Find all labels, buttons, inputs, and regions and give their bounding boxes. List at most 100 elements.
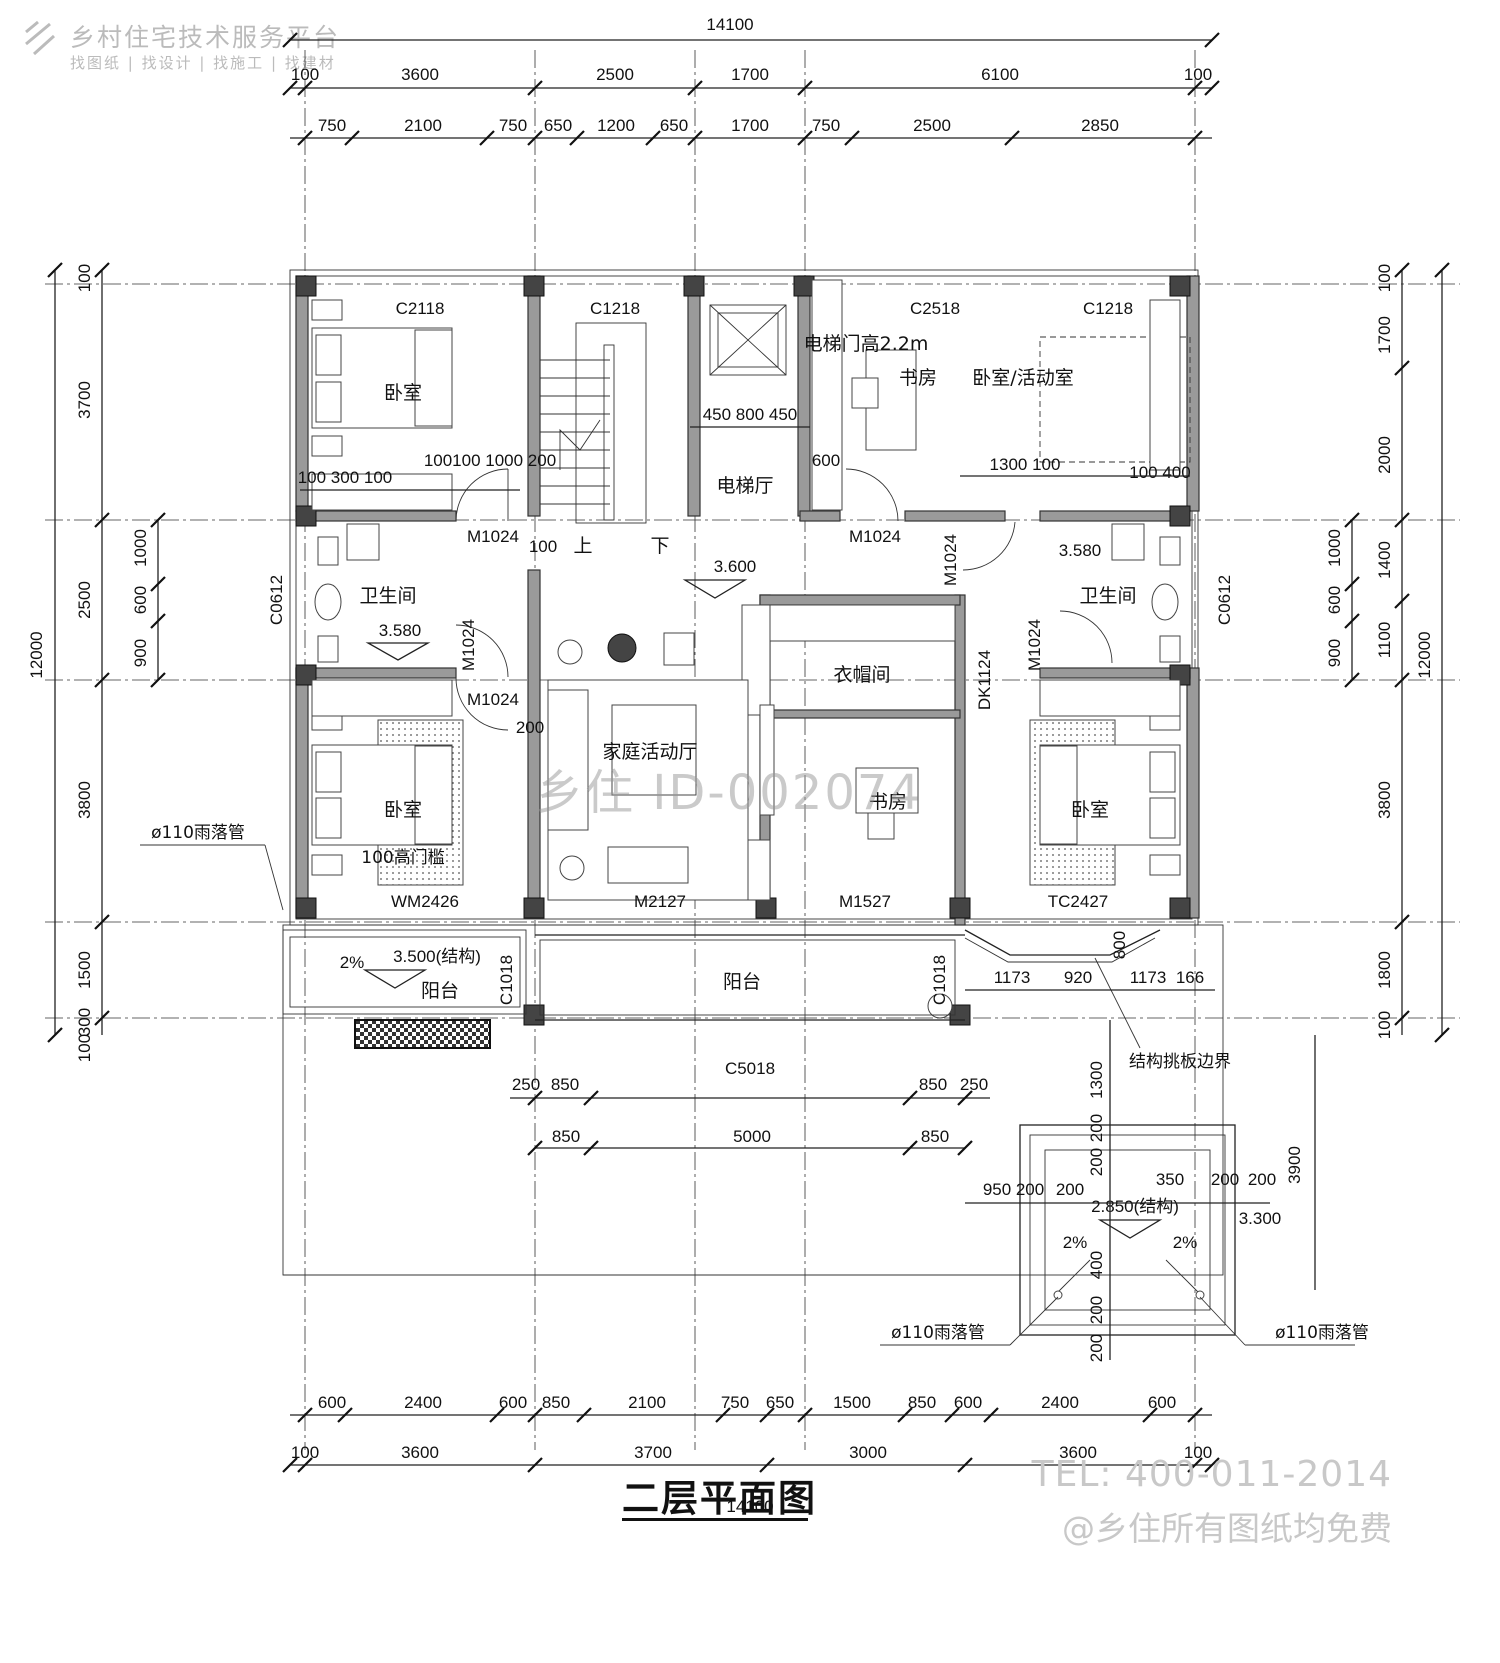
right-axis-dim: 1400 <box>1375 541 1394 579</box>
rainpipe-note: ø110雨落管 <box>1275 1323 1369 1343</box>
bottom-detail-dim: 600 <box>499 1393 527 1412</box>
bottom-detail-dim: 600 <box>1148 1393 1176 1412</box>
bay-dim: 920 <box>1064 968 1092 987</box>
bottom-detail-dim: 850 <box>908 1393 936 1412</box>
balcony-dim: 250 <box>512 1075 540 1094</box>
threshold-note: 100高门槛 <box>361 848 444 868</box>
bottom-axis-dim: 100 <box>291 1443 319 1462</box>
left-axis-dim: 300 <box>75 1008 94 1036</box>
interior-dimensions: 100 300 100 100100 1000 200 450 800 450 … <box>298 405 1191 737</box>
top-axis-dim: 3600 <box>401 65 439 84</box>
window-label: DK1124 <box>975 650 994 710</box>
left-dimensions: 12000 100 3700 2500 3800 1500 300 100 10… <box>27 262 166 1062</box>
room-cloak: 衣帽间 <box>833 664 890 686</box>
left-detail-dim: 1000 <box>131 529 150 567</box>
right-detail-dim: 1000 <box>1325 529 1344 567</box>
top-detail-dim: 750 <box>318 116 346 135</box>
room-balcony-c: 阳台 <box>723 971 761 993</box>
window-label: C5018 <box>725 1059 775 1078</box>
left-axis-dim: 3700 <box>75 381 94 419</box>
terrace-dim: 400 <box>1087 1251 1106 1279</box>
top-detail-dim: 750 <box>812 116 840 135</box>
right-total-dim: 12000 <box>1415 631 1434 678</box>
balcony-dim: 250 <box>960 1075 988 1094</box>
room-balcony-w: 阳台 <box>421 980 459 1002</box>
level-balcony-w: 3.500(结构) <box>393 947 481 966</box>
bay-dim: 1173 <box>994 968 1031 987</box>
window-label: C1018 <box>497 955 516 1005</box>
right-axis-dim: 1100 <box>1375 622 1394 659</box>
axis-grid <box>45 50 1460 1450</box>
balcony-dim: 850 <box>919 1075 947 1094</box>
window-label: C0612 <box>267 575 286 625</box>
bottom-detail-dim: 600 <box>954 1393 982 1412</box>
window-label: WM2426 <box>391 892 459 911</box>
terrace-dim: 200 <box>1087 1334 1106 1362</box>
stair-up: 上 <box>573 535 592 557</box>
door-label: M1024 <box>467 690 519 709</box>
right-axis-dim: 1800 <box>1375 951 1394 989</box>
top-detail-dim: 1700 <box>731 116 769 135</box>
top-detail-dim: 650 <box>544 116 572 135</box>
window-label: TC2427 <box>1048 892 1108 911</box>
interior-dim: 100 300 100 <box>298 468 393 487</box>
terrace-dim: 200 <box>1056 1180 1084 1199</box>
brand-tagline: 找图纸 | 找设计 | 找施工 | 找建材 <box>70 54 336 72</box>
terrace-dim: 200 <box>1211 1170 1239 1189</box>
room-bedroom-sw: 卧室 <box>384 799 422 821</box>
bottom-detail-dim: 2100 <box>628 1393 666 1412</box>
top-axis-dim: 2500 <box>596 65 634 84</box>
left-axis-dim: 2500 <box>75 581 94 619</box>
terrace-dim: 350 <box>1156 1170 1184 1189</box>
right-detail-dim: 900 <box>1325 639 1344 667</box>
window-label: C0612 <box>1215 575 1234 625</box>
room-labels: 卧室 卧室 卧室 书房 卧室/活动室 电梯厅 电梯门高2.2m 卫生间 卫生间 … <box>359 333 1136 1002</box>
balcony-dimensions: 250 850 850 250 850 5000 850 950 200 200… <box>510 931 1316 1362</box>
top-axis-dim: 1700 <box>731 65 769 84</box>
rainpipe-note: ø110雨落管 <box>151 823 245 843</box>
free-note: @乡住所有图纸均免费 <box>1062 1509 1392 1548</box>
interior-dim: 1300 100 <box>990 455 1061 474</box>
terrace-dim: 200 <box>1087 1296 1106 1324</box>
left-axis-dim: 1500 <box>75 951 94 989</box>
interior-dim: 100100 1000 200 <box>424 451 556 470</box>
top-detail-dim: 650 <box>660 116 688 135</box>
terrace-dim: 950 <box>983 1180 1011 1199</box>
level-terrace-r: 3.300 <box>1239 1209 1282 1228</box>
balconies <box>282 924 1236 1336</box>
top-total-dim: 14100 <box>706 15 753 34</box>
edge-note: 结构挑板边界 <box>1129 1052 1231 1072</box>
bay-dim: 1173 <box>1130 968 1167 987</box>
door-label: M1024 <box>459 619 478 671</box>
top-detail-dim: 750 <box>499 116 527 135</box>
room-elevator-hall: 电梯厅 <box>716 475 773 497</box>
right-axis-dim: 100 <box>1375 1011 1394 1039</box>
stair <box>540 322 647 524</box>
bottom-axis-dim: 3600 <box>1059 1443 1097 1462</box>
top-detail-dim: 2500 <box>913 116 951 135</box>
tel-note: TEL: 400-011-2014 <box>1031 1454 1392 1495</box>
elevator-shaft <box>709 304 787 376</box>
left-total-dim: 12000 <box>27 631 46 678</box>
bottom-detail-dim: 600 <box>318 1393 346 1412</box>
right-axis-dim: 3800 <box>1375 781 1394 819</box>
interior-dim: 100 400 <box>1129 463 1190 482</box>
door-label: M1024 <box>849 527 901 546</box>
bottom-detail-dim: 2400 <box>404 1393 442 1412</box>
left-axis-dim: 100 <box>75 1034 94 1062</box>
balcony-dim: 5000 <box>733 1127 771 1146</box>
door-label: M1527 <box>839 892 891 911</box>
interior-dim: 600 <box>812 451 840 470</box>
balcony-dim: 850 <box>552 1127 580 1146</box>
terrace-dim: 3900 <box>1285 1146 1304 1184</box>
balcony-dim: 850 <box>921 1127 949 1146</box>
top-detail-dim: 2850 <box>1081 116 1119 135</box>
top-axis-dim: 6100 <box>981 65 1019 84</box>
bottom-total-dim: 14100 <box>726 1497 773 1516</box>
rainpipe-note: ø110雨落管 <box>891 1323 985 1343</box>
left-axis-dim: 100 <box>75 264 94 292</box>
top-dimensions: 14100 100 3600 2500 1700 6100 100 750 21… <box>282 15 1220 146</box>
room-bedroom-nw: 卧室 <box>384 382 422 404</box>
bottom-axis-dim: 100 <box>1184 1443 1212 1462</box>
room-bath-w: 卫生间 <box>359 585 416 607</box>
